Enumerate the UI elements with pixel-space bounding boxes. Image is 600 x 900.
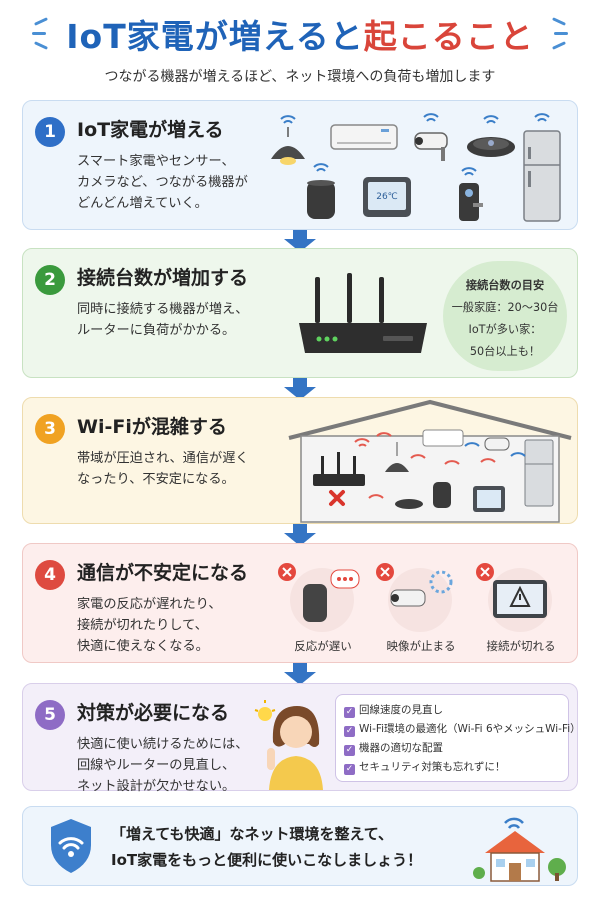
- step-4-line-2: 接続が切れたりして、: [77, 618, 208, 633]
- house-icon: [473, 817, 566, 882]
- check-icon: ✓: [344, 764, 355, 775]
- step-2-text: 同時に接続する機器が増え、 ルーターに負荷がかかる。: [77, 299, 248, 341]
- advisor-woman-icon: [254, 700, 323, 790]
- checklist-item: ✓ 回線速度の見直し: [344, 701, 560, 720]
- step-3-title: Wi-Fiが混雑する: [77, 416, 227, 438]
- step-4-line-3: 快適に使えなくなる。: [77, 639, 209, 654]
- refrigerator-icon: [523, 113, 561, 222]
- header: IoT家電が増えると起こること つながる機器が増えるほど、ネット環境への負荷も増…: [0, 14, 600, 86]
- svg-text:26℃: 26℃: [376, 192, 398, 202]
- slow-response-speaker-icon: [278, 563, 360, 632]
- step-1-text: スマート家電やセンサー、 カメラなど、つながる機器が どんどん増えていく。: [77, 151, 248, 214]
- disconnected-tablet-icon: [476, 563, 552, 632]
- router-icon: [299, 273, 427, 353]
- step-1-panel: 1 IoT家電が増える スマート家電やセンサー、 カメラなど、つながる機器が ど…: [22, 100, 578, 230]
- step-2-line-1: 同時に接続する機器が増え、: [77, 302, 249, 317]
- check-icon: ✓: [344, 745, 355, 756]
- step-2-line-2: ルーターに負荷がかかる。: [77, 323, 236, 338]
- step-1-line-3: どんどん増えていく。: [77, 196, 208, 211]
- step-4-number: 4: [35, 560, 65, 590]
- caption-slow-response: 反応が遅い: [294, 639, 352, 653]
- footer-message: 「増えても快適」なネット環境を整えて、 IoT家電をもっと便利に使いこなしましょ…: [111, 821, 422, 873]
- checklist-item-label: 回線速度の見直し: [359, 704, 443, 716]
- step-1-line-1: スマート家電やセンサー、: [77, 154, 235, 169]
- arrow-down-icon: [284, 663, 316, 685]
- shield-wifi-icon: [51, 819, 91, 873]
- step-3-number: 3: [35, 414, 65, 444]
- frozen-camera-icon: [376, 563, 453, 632]
- bubble-line-1: 一般家庭：20〜30台: [451, 301, 559, 314]
- arrow-down-icon: [284, 524, 316, 546]
- checklist-item: ✓ セキュリティ対策も忘れずに！: [344, 758, 560, 777]
- step-1-number: 1: [35, 117, 65, 147]
- air-conditioner-icon: [330, 124, 398, 150]
- step-5-line-2: 回線やルーターの見直し、: [77, 758, 236, 773]
- check-icon: ✓: [344, 726, 355, 737]
- step-2-number: 2: [35, 265, 65, 295]
- step-5-line-3: ネット設計が欠かせない。: [77, 779, 236, 794]
- arrow-down-icon: [284, 230, 316, 252]
- footer-line-1: 「増えても快適」なネット環境を整えて、: [111, 825, 394, 843]
- page-subtitle: つながる機器が増えるほど、ネット環境への負荷も増加します: [104, 69, 496, 85]
- security-camera-icon: [414, 113, 448, 161]
- smart-lock-icon: [459, 167, 483, 221]
- step-4-title: 通信が不安定になる: [77, 562, 249, 584]
- countermeasure-checklist: ✓ 回線速度の見直し ✓ Wi-Fi環境の最適化（Wi-Fi 6やメッシュWi-Fi…: [335, 694, 581, 782]
- page-title: IoT家電が増えると起こること: [0, 14, 600, 60]
- step-5-title: 対策が必要になる: [77, 702, 230, 724]
- step-5-line-1: 快適に使い続けるためには、: [77, 737, 249, 752]
- title-part1: IoT家電が増えると: [66, 17, 364, 56]
- step-1-title: IoT家電が増える: [77, 119, 224, 141]
- checklist-item: ✓ 機器の適切な配置: [344, 739, 560, 758]
- step-5-number: 5: [35, 700, 65, 730]
- step-4-text: 家電の反応が遅れたり、 接続が切れたりして、 快適に使えなくなる。: [77, 594, 222, 657]
- step-3-line-1: 帯域が圧迫され、通信が遅く: [77, 451, 249, 466]
- bubble-title: 接続台数の目安: [465, 279, 545, 292]
- caption-connection-lost: 接続が切れる: [486, 639, 556, 653]
- checklist-item-label: セキュリティ対策も忘れずに！: [359, 761, 506, 773]
- caption-video-frozen: 映像が止まる: [386, 639, 456, 653]
- light-bulb-icon: [271, 115, 305, 165]
- checklist-item-label: Wi-Fi環境の最適化（Wi-Fi 6やメッシュWi-Fi）: [359, 723, 581, 735]
- step-4-panel: 4 通信が不安定になる 家電の反応が遅れたり、 接続が切れたりして、 快適に使え…: [22, 543, 578, 663]
- step-3-panel: 3 Wi-Fiが混雑する 帯域が圧迫され、通信が遅く なったり、不安定になる。: [22, 397, 578, 524]
- step-2-title: 接続台数が増加する: [77, 267, 249, 289]
- step-5-text: 快適に使い続けるためには、 回線やルーターの見直し、 ネット設計が欠かせない。: [77, 734, 248, 797]
- connection-count-bubble: 接続台数の目安 一般家庭：20〜30台 IoTが多い家： 50台以上も！: [443, 261, 567, 371]
- step-4-line-1: 家電の反応が遅れたり、: [77, 597, 222, 612]
- checklist-item: ✓ Wi-Fi環境の最適化（Wi-Fi 6やメッシュWi-Fi）: [344, 720, 581, 739]
- footer-panel: 「増えても快適」なネット環境を整えて、 IoT家電をもっと便利に使いこなしましょ…: [22, 806, 578, 886]
- step-2-panel: 2 接続台数が増加する 同時に接続する機器が増え、 ルーターに負荷がかかる。 接…: [22, 248, 578, 378]
- check-icon: ✓: [344, 707, 355, 718]
- footer-line-2: IoT家電をもっと便利に使いこなしましょう！: [111, 851, 423, 869]
- robot-vacuum-icon: [467, 115, 515, 157]
- step-3-line-2: なったり、不安定になる。: [77, 472, 235, 487]
- step-3-text: 帯域が圧迫され、通信が遅く なったり、不安定になる。: [77, 448, 249, 490]
- smart-speaker-icon: [307, 163, 335, 219]
- title-part2: 起こること: [363, 17, 534, 56]
- checklist-item-label: 機器の適切な配置: [359, 742, 443, 754]
- arrow-down-icon: [284, 378, 316, 400]
- bubble-line-2: IoTが多い家：: [468, 323, 542, 336]
- house-congestion-illustration: [288, 399, 572, 523]
- bubble-line-3: 50台以上も！: [469, 345, 541, 358]
- step-1-line-2: カメラなど、つながる機器が: [77, 175, 248, 190]
- smart-display-icon: 26℃: [363, 177, 411, 217]
- step-5-panel: 5 対策が必要になる 快適に使い続けるためには、 回線やルーターの見直し、 ネッ…: [22, 683, 581, 794]
